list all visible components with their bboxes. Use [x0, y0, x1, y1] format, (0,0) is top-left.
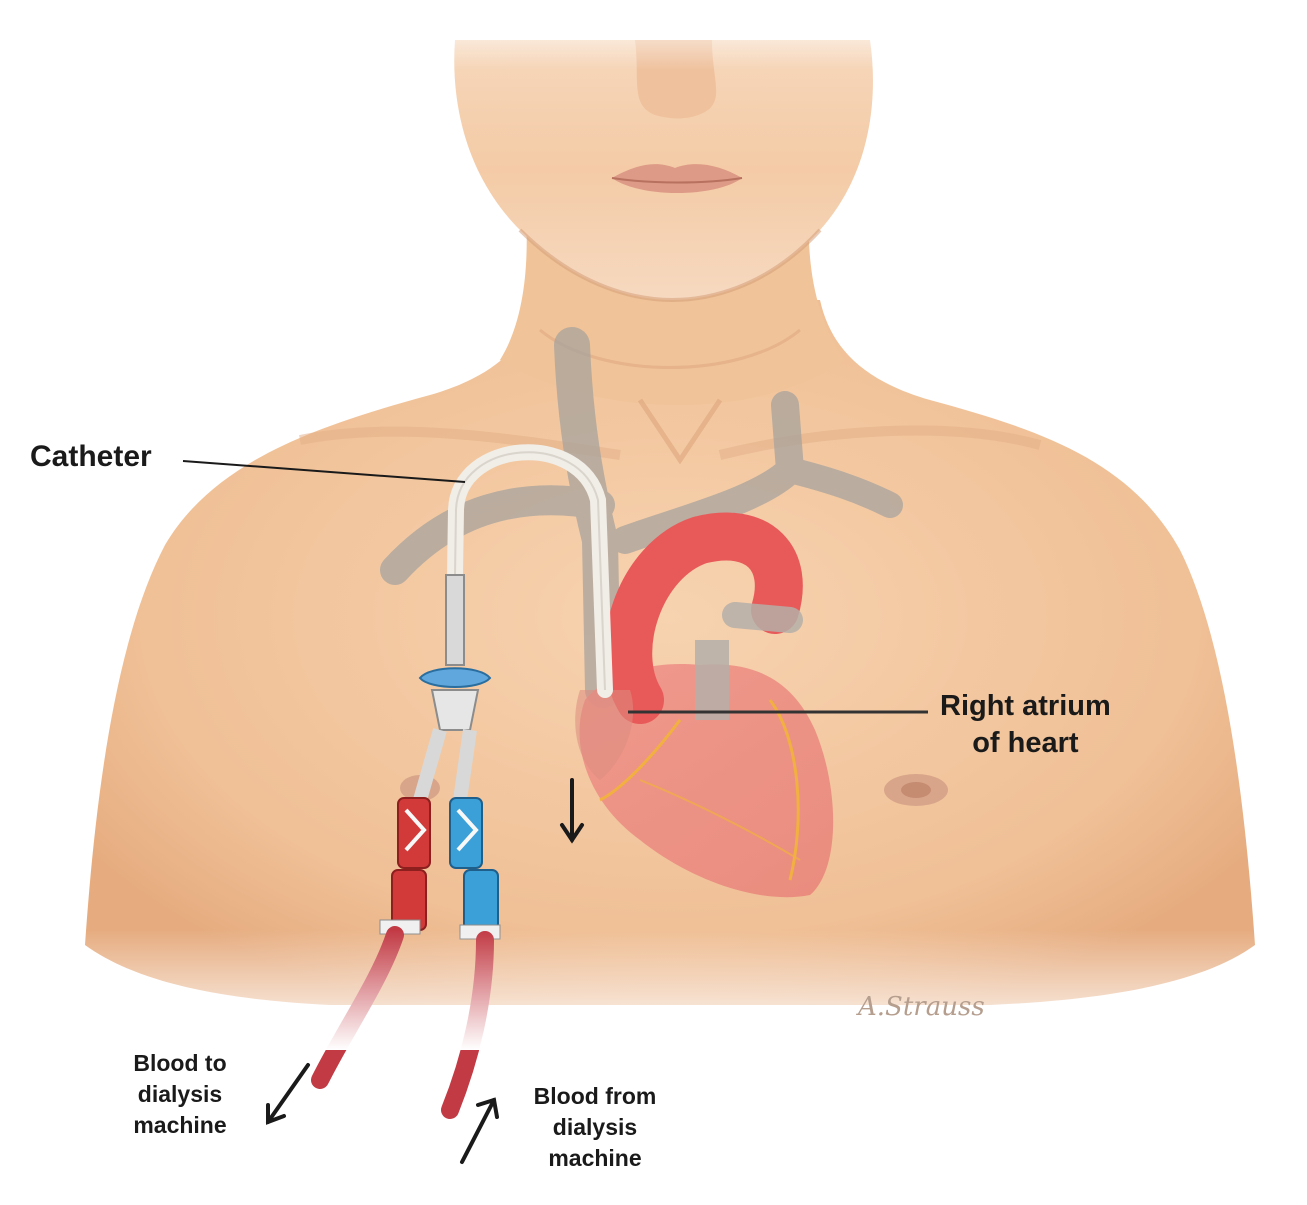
- arrow-down-icon: [560, 778, 584, 844]
- heart: [575, 512, 834, 898]
- catheter-hub: [418, 667, 492, 688]
- arrow-up-right-icon: [460, 1097, 499, 1164]
- artist-signature: A.Strauss: [856, 992, 985, 1022]
- torso: [85, 300, 1255, 1005]
- right-atrium-label: Right atrium of heart: [940, 690, 1111, 759]
- blood-from-machine-label: Blood from dialysis machine: [533, 1083, 657, 1171]
- arrow-down-left-icon: [266, 1063, 310, 1125]
- catheter-leader: [182, 460, 466, 483]
- catheter-label: Catheter: [30, 440, 152, 473]
- blood-to-machine-label: Blood to dialysis machine: [133, 1050, 227, 1138]
- lips: [612, 164, 742, 193]
